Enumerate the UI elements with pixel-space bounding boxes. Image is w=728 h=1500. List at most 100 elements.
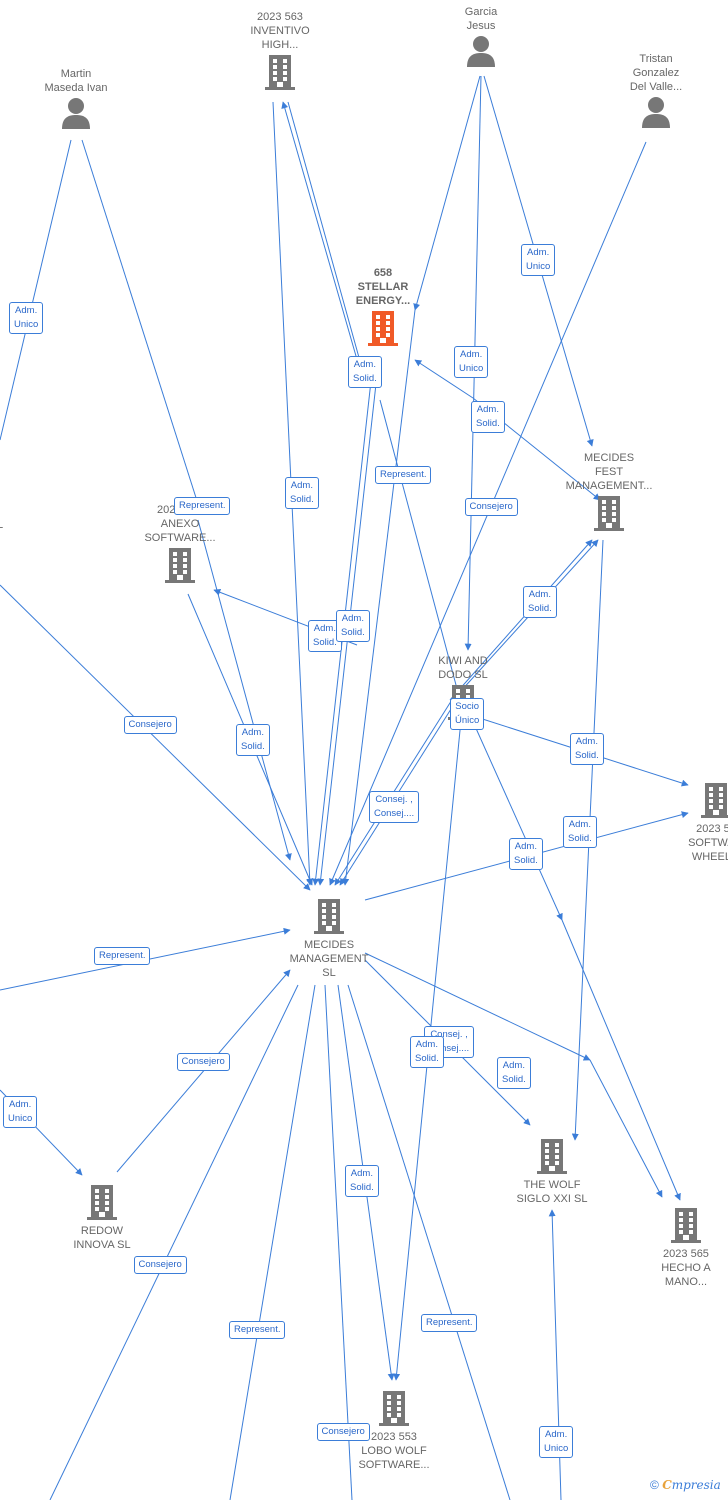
relation-badge[interactable]: Consejero — [123, 716, 177, 734]
node-label: SOFTWA... — [688, 837, 728, 849]
relation-badge[interactable]: Consejero — [176, 1053, 230, 1071]
node-label: SOFTWARE... — [358, 1459, 430, 1471]
relation-badge[interactable]: Adm.Solid. — [285, 477, 319, 509]
brand-name: Cmpresia — [662, 1478, 721, 1492]
badge-label: Solid. — [313, 637, 337, 648]
badge-label: Consejero — [321, 1426, 365, 1437]
node-label: MANAGEMENT... — [565, 480, 653, 492]
relation-badge[interactable]: Adm.Solid. — [236, 724, 270, 756]
relation-badge[interactable]: Adm.Unico — [3, 1096, 38, 1128]
badge-label: Consej.... — [429, 1043, 470, 1054]
relation-badge[interactable]: Adm.Solid. — [471, 401, 505, 433]
badge-label: Solid. — [476, 418, 500, 429]
edge-line — [589, 1059, 663, 1198]
edge-line — [287, 101, 365, 373]
building-icon — [631, 1207, 728, 1247]
relation-badge[interactable]: Adm.Solid. — [336, 610, 370, 642]
badge-label: Adm. — [460, 349, 483, 360]
badge-label: Represent. — [380, 469, 427, 480]
relation-badge[interactable]: Adm.Solid. — [523, 586, 557, 618]
node-label: L — [0, 518, 55, 532]
node-label: MANAGEMENT — [289, 953, 369, 965]
badge-label: Consej. , — [375, 794, 413, 805]
relation-badge[interactable]: Adm.Solid. — [497, 1057, 531, 1089]
footer-brand: © Cmpresia — [650, 1478, 721, 1492]
node-leftcut[interactable]: L — [0, 518, 55, 532]
relation-badge[interactable]: Adm.Unico — [539, 1426, 574, 1458]
relation-badge[interactable]: Consej. ,Consej.... — [369, 791, 420, 823]
node-label: REDOW — [80, 1225, 124, 1237]
edge-line — [229, 984, 316, 1500]
relation-badge[interactable]: Adm.Unico — [454, 346, 489, 378]
badge-label: Solid. — [350, 1182, 374, 1193]
node-label: MECIDES — [583, 452, 635, 464]
relation-badge[interactable]: Adm.Unico — [9, 302, 44, 334]
node-label: ENERGY... — [355, 295, 411, 307]
node-anexo[interactable]: 2023 563ANEXOSOFTWARE... — [125, 503, 235, 587]
badge-label: Consejero — [138, 1259, 182, 1270]
person-icon — [426, 35, 536, 71]
relation-badge[interactable]: Represent. — [94, 947, 151, 965]
relation-badge[interactable]: Adm.Solid. — [345, 1165, 379, 1197]
node-label: Jesus — [466, 20, 496, 32]
relation-badge[interactable]: Consejero — [133, 1256, 187, 1274]
badge-label: Consejero — [469, 501, 513, 512]
relation-badge[interactable]: Adm.Unico — [521, 244, 556, 276]
badge-label: Adm. — [527, 247, 550, 258]
relation-badge[interactable]: Adm.Solid. — [410, 1036, 444, 1068]
edge-line — [116, 969, 291, 1173]
edge-line — [413, 75, 481, 311]
relation-badge[interactable]: Adm.Solid. — [570, 733, 604, 765]
node-label: Tristan — [639, 53, 673, 65]
relation-badge[interactable]: Represent. — [375, 466, 432, 484]
building-icon — [125, 547, 235, 587]
relation-badge[interactable]: Consejero — [464, 498, 518, 516]
relation-badge[interactable]: Consejero — [316, 1423, 370, 1441]
relation-badge[interactable]: Represent. — [421, 1314, 478, 1332]
badge-label: Solid. — [290, 494, 314, 505]
node-label: 2023 553 — [371, 1431, 417, 1443]
badge-label: Consej. , — [430, 1029, 468, 1040]
edge-line — [324, 984, 353, 1500]
edge-line — [347, 984, 511, 1500]
node-label: 2023 563 — [257, 11, 303, 23]
node-label: LOBO WOLF — [361, 1445, 427, 1457]
relation-badge[interactable]: Represent. — [174, 497, 231, 515]
badge-label: Solid. — [514, 855, 538, 866]
edge-line — [379, 399, 462, 701]
relation-badge[interactable]: Adm.Solid. — [348, 356, 382, 388]
node-label: WHEEL... — [691, 851, 728, 863]
badge-label: Adm. — [575, 736, 598, 747]
relation-badge[interactable]: Adm.Solid. — [509, 838, 543, 870]
node-label: Garcia — [464, 6, 498, 18]
node-label: ANEXO — [160, 518, 200, 530]
edge-line — [342, 309, 416, 886]
building-icon — [554, 495, 664, 535]
badge-label: Adm. — [313, 623, 336, 634]
node-label: MECIDES — [303, 939, 355, 951]
node-label: 2023 5.. — [696, 823, 728, 835]
node-wheel[interactable]: 2023 5.. SOFTWA... WHEEL... — [661, 780, 728, 864]
relation-badge[interactable]: Represent. — [229, 1321, 286, 1339]
node-label: SIGLO XXI SL — [516, 1193, 588, 1205]
badge-label: Represent. — [99, 950, 146, 961]
badge-label: Consejero — [128, 719, 172, 730]
relation-badge[interactable]: Adm.Solid. — [563, 816, 597, 848]
edge-line — [281, 101, 361, 371]
building-icon — [339, 1390, 449, 1430]
badge-label: Solid. — [415, 1053, 439, 1064]
